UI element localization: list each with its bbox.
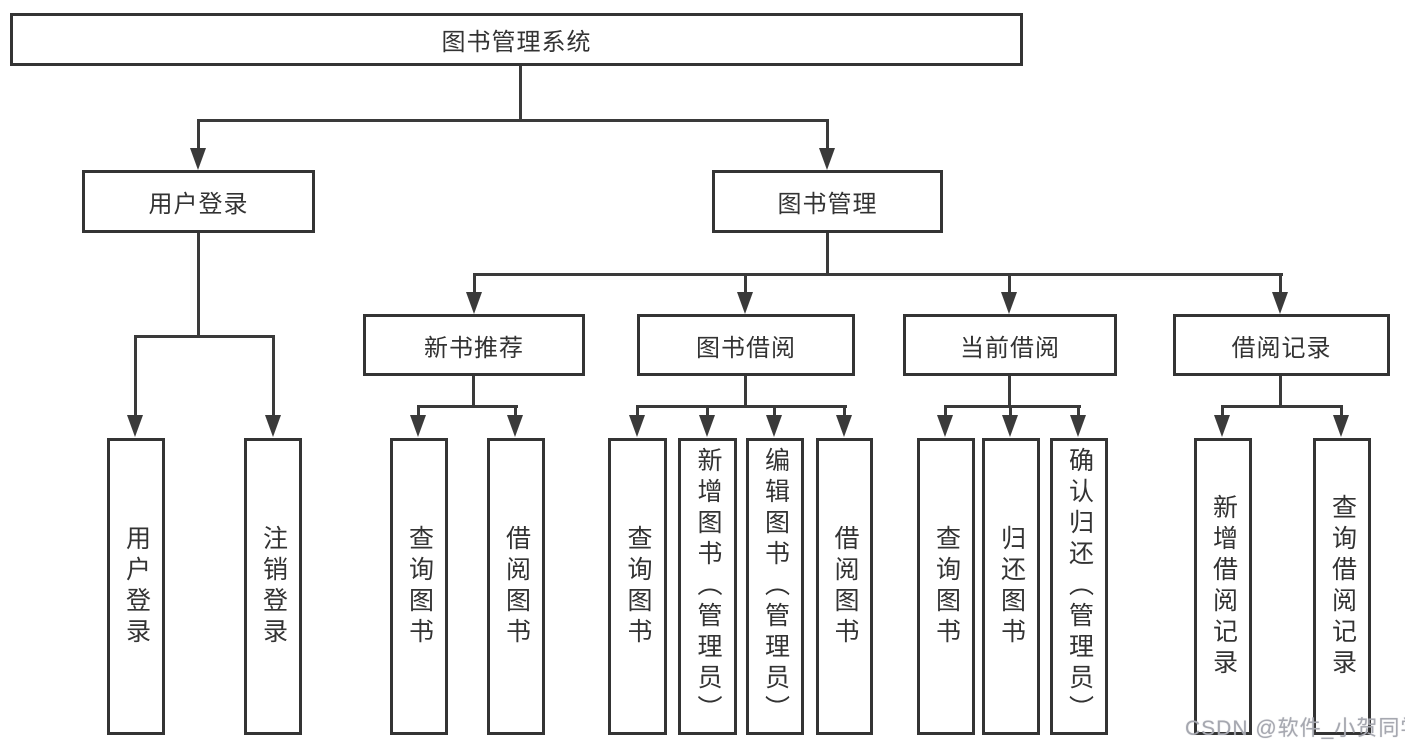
arrowhead	[737, 292, 753, 314]
leaf-query-books-borrowing: 查询图书	[608, 438, 667, 735]
connector-line	[1008, 376, 1011, 407]
leaf-borrow-books: 借阅图书	[816, 438, 873, 735]
node-label: 查询图书	[624, 524, 652, 649]
connector-line	[826, 119, 829, 150]
connector-line	[944, 405, 947, 417]
connector-line	[134, 335, 275, 338]
node-label: 确认归还（管理员）	[1065, 447, 1094, 726]
leaf-add-borrow-record: 新增借阅记录	[1194, 438, 1252, 735]
connector-line	[197, 233, 200, 337]
leaf-confirm-return-admin: 确认归还（管理员）	[1050, 438, 1108, 735]
node-current-borrowing: 当前借阅	[903, 314, 1117, 376]
leaf-add-books-admin: 新增图书（管理员）	[678, 438, 737, 735]
arrowhead	[466, 292, 482, 314]
connector-line	[1008, 273, 1011, 295]
leaf-query-borrow-record: 查询借阅记录	[1313, 438, 1371, 735]
node-label: 查询图书	[405, 524, 434, 649]
leaf-logout: 注销登录	[244, 438, 302, 735]
node-label: 借阅图书	[502, 524, 531, 649]
arrowhead	[699, 415, 715, 437]
connector-line	[197, 119, 829, 122]
node-label: 查询借阅记录	[1328, 493, 1357, 680]
node-user-login: 用户登录	[82, 170, 315, 233]
arrowhead	[836, 415, 852, 437]
node-label: 编辑图书（管理员）	[761, 447, 790, 726]
connector-line	[744, 273, 747, 295]
leaf-borrow-books-recommend: 借阅图书	[487, 438, 545, 735]
connector-line	[519, 66, 522, 120]
node-label: 图书管理	[777, 191, 878, 218]
connector-line	[843, 405, 846, 417]
node-label: 图书借阅	[696, 334, 796, 362]
arrowhead	[766, 415, 782, 437]
connector-line	[1279, 273, 1282, 295]
connector-line	[134, 335, 137, 417]
node-book-management: 图书管理	[712, 170, 943, 233]
csdn-watermark: CSDN @软件_小贺同学	[1185, 717, 1405, 740]
connector-line	[1077, 405, 1080, 417]
arrowhead	[190, 148, 206, 170]
arrowhead	[127, 415, 143, 437]
node-borrowing-records: 借阅记录	[1173, 314, 1390, 376]
connector-line	[197, 119, 200, 150]
arrowhead	[937, 415, 953, 437]
leaf-query-books-recommend: 查询图书	[390, 438, 448, 735]
connector-line	[706, 405, 709, 417]
leaf-query-books-current: 查询图书	[917, 438, 975, 735]
node-label: 借阅图书	[831, 524, 859, 649]
connector-line	[514, 405, 517, 417]
connector-line	[744, 376, 747, 407]
connector-line	[1221, 405, 1224, 417]
node-label: 新增借阅记录	[1209, 493, 1238, 680]
connector-line	[272, 335, 275, 417]
node-new-book-recommend: 新书推荐	[363, 314, 585, 376]
node-label: 借阅记录	[1231, 334, 1332, 362]
arrowhead	[1272, 292, 1288, 314]
connector-line	[944, 405, 1081, 408]
node-label: 查询图书	[932, 524, 961, 649]
node-label: 归还图书	[997, 524, 1026, 649]
arrowhead	[265, 415, 281, 437]
arrowhead	[507, 415, 523, 437]
node-label: 用户登录	[122, 524, 151, 649]
connector-line	[1009, 405, 1012, 417]
leaf-user-login: 用户登录	[107, 438, 165, 735]
connector-line	[417, 405, 420, 417]
connector-line	[636, 405, 847, 408]
connector-line	[1279, 376, 1282, 407]
node-label: 注销登录	[259, 524, 288, 649]
arrowhead	[1001, 292, 1017, 314]
node-book-borrowing: 图书借阅	[637, 314, 855, 376]
leaf-edit-books-admin: 编辑图书（管理员）	[746, 438, 804, 735]
arrowhead	[1333, 415, 1349, 437]
node-label: 新书推荐	[424, 334, 524, 362]
arrowhead	[1070, 415, 1086, 437]
arrowhead	[410, 415, 426, 437]
arrowhead	[1002, 415, 1018, 437]
connector-line	[473, 273, 1283, 276]
connector-line	[1221, 405, 1343, 408]
node-root-library-system: 图书管理系统	[10, 13, 1023, 66]
connector-line	[473, 273, 476, 295]
arrowhead	[1214, 415, 1230, 437]
connector-line	[1340, 405, 1343, 417]
node-label: 当前借阅	[960, 334, 1060, 362]
connector-line	[826, 233, 829, 275]
leaf-return-books: 归还图书	[982, 438, 1040, 735]
node-label: 用户登录	[148, 191, 249, 218]
connector-line	[472, 376, 475, 407]
node-label: 新增图书（管理员）	[694, 447, 722, 726]
connector-line	[417, 405, 518, 408]
connector-line	[636, 405, 639, 417]
connector-line	[773, 405, 776, 417]
arrowhead	[629, 415, 645, 437]
arrowhead	[819, 148, 835, 170]
node-label: 图书管理系统	[441, 29, 592, 56]
